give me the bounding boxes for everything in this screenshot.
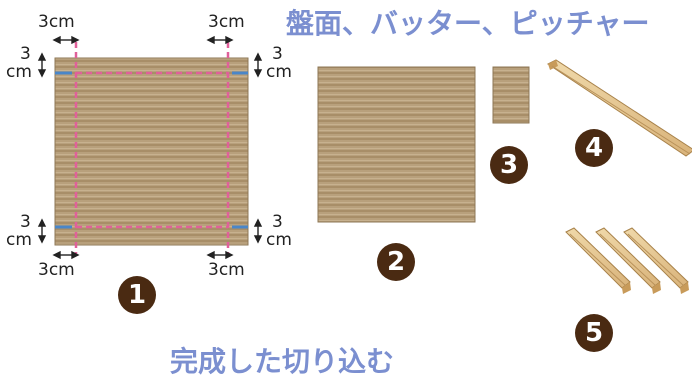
badge-1: 1	[118, 276, 156, 314]
badge-2: 2	[377, 243, 415, 281]
board-1	[37, 35, 263, 260]
fold-marks	[55, 71, 248, 229]
dim-label-bottom-right: 3cm	[208, 260, 245, 280]
cardboard-piece-3	[492, 66, 530, 124]
cardboard-board-1	[54, 57, 249, 246]
cut-lines	[74, 42, 230, 256]
dim-label-right-bottom-unit: cm	[266, 230, 292, 250]
badge-5: 5	[575, 314, 613, 352]
dim-label-left-top-unit: cm	[6, 62, 32, 82]
bottom-caption: 完成した切り込む	[170, 345, 395, 378]
width-arrows	[52, 35, 234, 260]
dim-label-left-bottom-num: 3	[20, 212, 31, 232]
dim-label-left-top-num: 3	[20, 44, 31, 64]
dim-label-top-right: 3cm	[208, 12, 245, 32]
dim-label-bottom-left: 3cm	[38, 260, 75, 280]
dim-label-right-top-unit: cm	[266, 62, 292, 82]
dim-label-right-bottom-num: 3	[272, 212, 283, 232]
dim-label-right-top-num: 3	[272, 44, 283, 64]
wood-stick-4	[547, 59, 692, 157]
badge-3: 3	[490, 146, 528, 184]
dim-label-top-left: 3cm	[38, 12, 75, 32]
wood-sticks-5	[565, 227, 689, 294]
badge-4: 4	[575, 129, 613, 167]
page-title: 盤面、バッター、ピッチャー	[286, 7, 650, 40]
illustration	[37, 35, 692, 294]
cardboard-board-2	[317, 66, 476, 223]
height-arrows	[37, 52, 263, 244]
dim-label-left-bottom-unit: cm	[6, 230, 32, 250]
